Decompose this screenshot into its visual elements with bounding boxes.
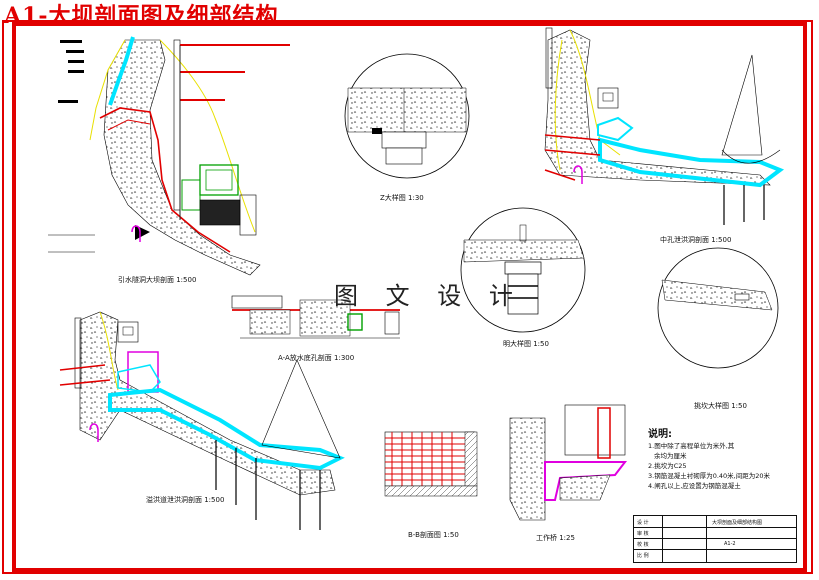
spillway-section: 溢洪道泄洪洞剖面 1:500 xyxy=(59,311,345,530)
sheet-title: A1-大坝剖面图及细部结构 xyxy=(4,3,279,29)
drawing-border-outer xyxy=(2,20,813,574)
title-block-checker: 校 核 xyxy=(637,542,649,548)
title-block-reviewer: 审 核 xyxy=(637,531,649,537)
detail-4-caption: 挑坎大样图 1:50 xyxy=(694,401,747,410)
note-line: 2.挑坎为C25 xyxy=(648,462,687,470)
spillway-section-caption: 溢洪道泄洪洞剖面 1:500 xyxy=(146,495,224,504)
mid-section-caption: 中孔泄洪洞剖面 1:500 xyxy=(660,235,731,244)
gate-pier-section: 工作桥 1:25 xyxy=(509,404,628,542)
detail-3-caption: 明大样图 1:50 xyxy=(503,339,549,348)
title-block-designer: 设 计 xyxy=(637,520,649,526)
mid-outlet-section: 中孔泄洪洞剖面 1:500 xyxy=(544,27,785,244)
title-block-drawing-no: A1-2 xyxy=(724,541,736,547)
aa-section-caption: A-A放水底孔剖面 1:300 xyxy=(278,353,354,362)
detail-2-view: Z大样图 1:30 xyxy=(344,53,470,202)
notes-title: 说明: xyxy=(648,429,672,440)
title-block-drawing-name: 大坝剖面及细部结构图 xyxy=(712,520,763,526)
title-block: 设 计 审 核 校 核 比 例 大坝剖面及细部结构图 A1-2 xyxy=(633,515,797,563)
note-line: 余均为厘米 xyxy=(654,452,687,460)
detail-3-view: 明大样图 1:50 xyxy=(460,207,586,348)
title-block-scale: 比 例 xyxy=(637,553,649,559)
detail-4-view: 挑坎大样图 1:50 xyxy=(657,247,779,410)
watermark: 图 文 设 计 xyxy=(334,282,523,310)
aa-section: A-A放水底孔剖面 1:300 xyxy=(231,295,400,362)
main-section-caption: 引水隧洞大坝剖面 1:500 xyxy=(118,275,196,284)
detail-2-caption: Z大样图 1:30 xyxy=(380,193,424,202)
bb-section: B-B剖面图 1:50 xyxy=(384,431,478,539)
note-line: 1.图中除了高程单位为米外,其 xyxy=(648,442,735,450)
drawing-border-inner xyxy=(12,22,807,572)
note-line: 4.闸孔以上,应设置为钢筋混凝土 xyxy=(648,482,741,490)
main-dam-section: 引水隧洞大坝剖面 1:500 xyxy=(48,36,290,284)
gate-pier-caption: 工作桥 1:25 xyxy=(536,533,575,542)
note-line: 3.钢筋混凝土衬砌厚为0.40米,间距为20米 xyxy=(648,472,771,480)
bb-section-caption: B-B剖面图 1:50 xyxy=(408,530,459,539)
